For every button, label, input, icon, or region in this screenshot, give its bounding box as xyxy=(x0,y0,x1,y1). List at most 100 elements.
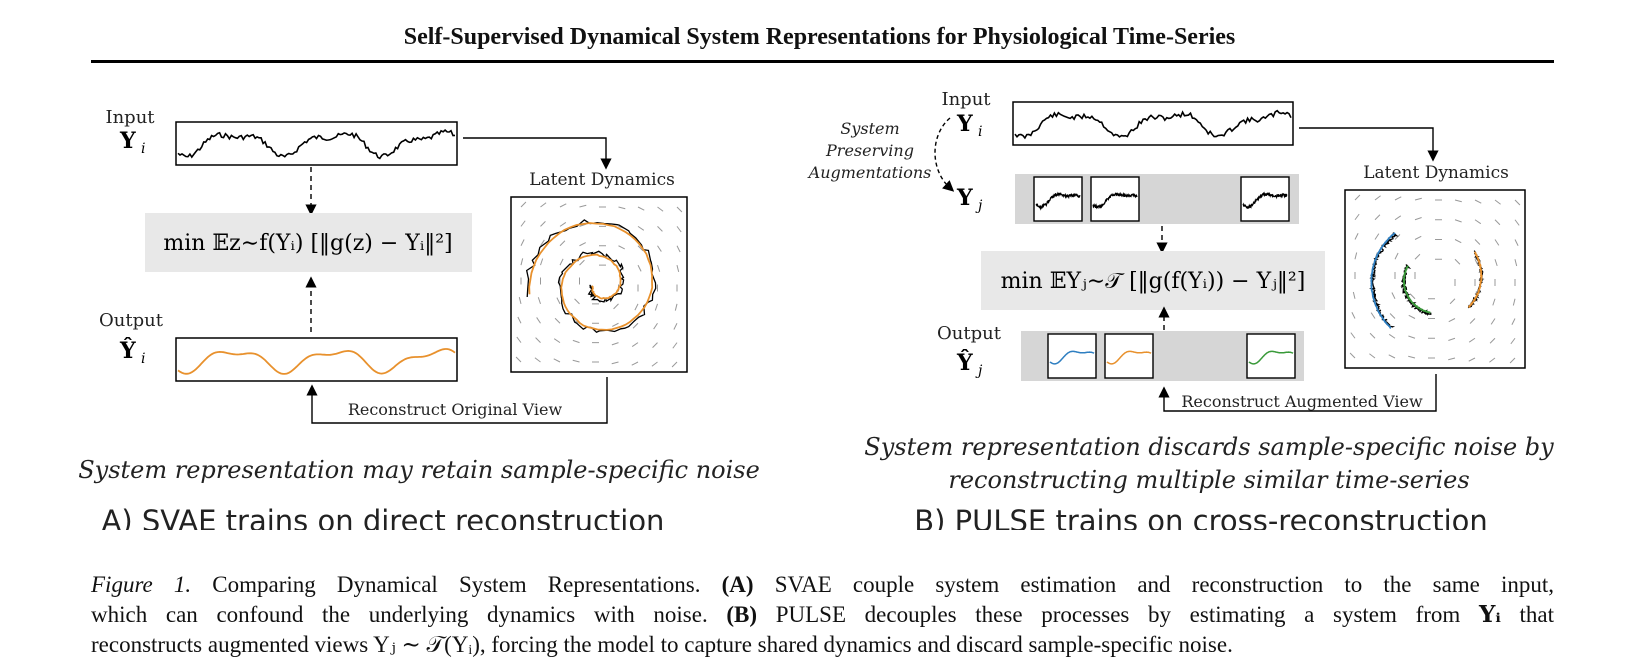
vector-field-arrow xyxy=(535,337,541,343)
vector-field-arrow xyxy=(1469,318,1476,324)
panel-a-input-symbol: Y xyxy=(119,128,136,154)
vector-field-arrow xyxy=(1414,217,1422,221)
vector-field-arrow xyxy=(536,317,541,324)
vector-field-arrow xyxy=(1408,355,1416,359)
panel-b-reconstruct-arrow xyxy=(1158,374,1437,412)
panel-b-input-label: Input xyxy=(941,89,991,110)
panel-b: Input Y i System Preserving Augmentation… xyxy=(807,89,1555,530)
augmented-view-signal xyxy=(1035,191,1081,211)
vector-field-arrow xyxy=(611,361,619,365)
vector-field-arrow xyxy=(676,245,681,253)
output-view-signal xyxy=(1248,350,1294,365)
vector-field-arrow xyxy=(1448,318,1456,323)
vector-field-arrow xyxy=(637,206,645,211)
vector-field-arrow xyxy=(515,356,522,363)
vector-field-arrow xyxy=(553,358,561,363)
vector-field-arrow xyxy=(537,297,541,305)
vector-field-arrow xyxy=(637,225,645,231)
vector-field-arrow xyxy=(676,226,682,233)
vector-field-arrow xyxy=(520,220,526,227)
panel-b-arrow-to-latent xyxy=(1299,127,1439,162)
vector-field-arrow xyxy=(1490,318,1496,325)
vector-field-arrow xyxy=(1369,353,1376,359)
vector-field-arrow xyxy=(1354,233,1359,240)
vector-field-arrow xyxy=(1454,219,1462,223)
vector-field-arrow xyxy=(1408,335,1416,339)
vector-field-arrow xyxy=(1388,354,1396,359)
vector-field-arrow xyxy=(579,259,585,266)
augmented-view-signal xyxy=(1242,191,1288,210)
vector-field-arrow xyxy=(637,245,644,252)
vector-field-arrow xyxy=(534,357,541,363)
vector-field-arrow xyxy=(1370,312,1376,319)
panel-a-reconstruct-arrow xyxy=(306,377,608,424)
vector-field-arrow xyxy=(1394,252,1399,260)
vector-field-arrow xyxy=(1374,214,1381,221)
caption-l2-symbol: Yᵢ xyxy=(1478,601,1501,628)
panel-a-note: System representation may retain sample-… xyxy=(78,456,760,484)
vector-field-arrow xyxy=(1394,215,1402,221)
output-view-box xyxy=(1047,333,1097,379)
vector-field-arrow xyxy=(1489,337,1496,344)
figure-1: Input Y i min 𝔼z∼f(Yᵢ) [‖g(z) − Yᵢ‖²] Ou… xyxy=(78,89,1555,530)
panel-b-reconstruct-label: Reconstruct Augmented View xyxy=(1181,392,1423,411)
vector-field-arrow xyxy=(1374,233,1380,240)
figure-label: Figure 1. xyxy=(91,572,192,597)
vector-field-arrow xyxy=(516,336,522,343)
vector-field-arrow xyxy=(518,296,522,304)
vector-field-arrow xyxy=(559,203,567,208)
vector-field-arrow xyxy=(1454,199,1462,203)
panel-b-note-line1: System representation discards sample-sp… xyxy=(864,433,1554,461)
augmented-view-signal xyxy=(1092,191,1138,210)
vector-field-arrow xyxy=(1494,239,1500,246)
panel-a-input-sub: i xyxy=(141,141,145,157)
vector-field-arrow xyxy=(1514,219,1520,226)
vector-field-arrow xyxy=(1351,312,1356,319)
vector-field-arrow xyxy=(657,245,662,252)
panel-b-input-sub: i xyxy=(978,124,982,140)
vector-field-arrow xyxy=(657,264,661,272)
panel-a-arrow-to-latent xyxy=(463,137,612,170)
vector-field-arrow xyxy=(1474,239,1481,245)
panel-b-heading: B) PULSE trains on cross-reconstruction xyxy=(914,504,1488,530)
vector-field-arrow xyxy=(1489,357,1496,363)
vector-field-arrow xyxy=(1474,199,1482,204)
output-view-box xyxy=(1246,333,1296,379)
vector-field-arrow xyxy=(634,303,639,311)
panel-a-reconstruct-label: Reconstruct Original View xyxy=(348,400,563,419)
augmented-view-box xyxy=(1033,176,1083,222)
vector-field-arrow xyxy=(540,221,546,227)
augmented-view-box xyxy=(1240,176,1290,222)
vector-field-arrow xyxy=(520,239,525,246)
output-view-signal xyxy=(1106,350,1152,365)
vector-field-arrow xyxy=(1448,357,1456,361)
vector-field-arrow xyxy=(556,297,561,305)
header-rule xyxy=(91,60,1554,63)
vector-field-arrow xyxy=(559,258,564,266)
vector-field-arrow xyxy=(1448,337,1456,341)
vector-field-arrow xyxy=(1354,194,1361,201)
panel-b-output-views xyxy=(1047,333,1296,379)
vector-field-arrow xyxy=(1394,196,1402,201)
panel-a-input-signal xyxy=(177,129,456,160)
vector-field-arrow xyxy=(540,239,545,247)
panel-b-latent-title: Latent Dynamics xyxy=(1363,163,1509,183)
vector-field-arrow xyxy=(1391,292,1396,299)
vector-field-arrow xyxy=(520,258,524,266)
panel-b-latent-plot xyxy=(1344,189,1526,369)
panel-b-output-sub: j xyxy=(975,363,983,379)
vector-field-arrow xyxy=(1514,199,1521,206)
panel-b-aug-line3: Augmentations xyxy=(807,163,932,182)
vector-field-arrow xyxy=(1454,258,1461,265)
vector-field-arrow xyxy=(1494,199,1501,205)
vector-field-arrow xyxy=(579,204,587,208)
vector-field-arrow xyxy=(572,339,580,344)
caption-b-tag: (B) xyxy=(726,602,758,627)
page-header-title: Self-Supervised Dynamical System Represe… xyxy=(403,24,1236,50)
panel-a-objective: min 𝔼z∼f(Yᵢ) [‖g(z) − Yᵢ‖²] xyxy=(163,231,452,256)
panel-a-input-label: Input xyxy=(105,107,155,128)
latent-trajectory xyxy=(528,222,654,331)
output-view-box xyxy=(1104,333,1154,379)
vector-field-arrow xyxy=(671,361,678,368)
caption-a-tag: (A) xyxy=(721,572,754,597)
